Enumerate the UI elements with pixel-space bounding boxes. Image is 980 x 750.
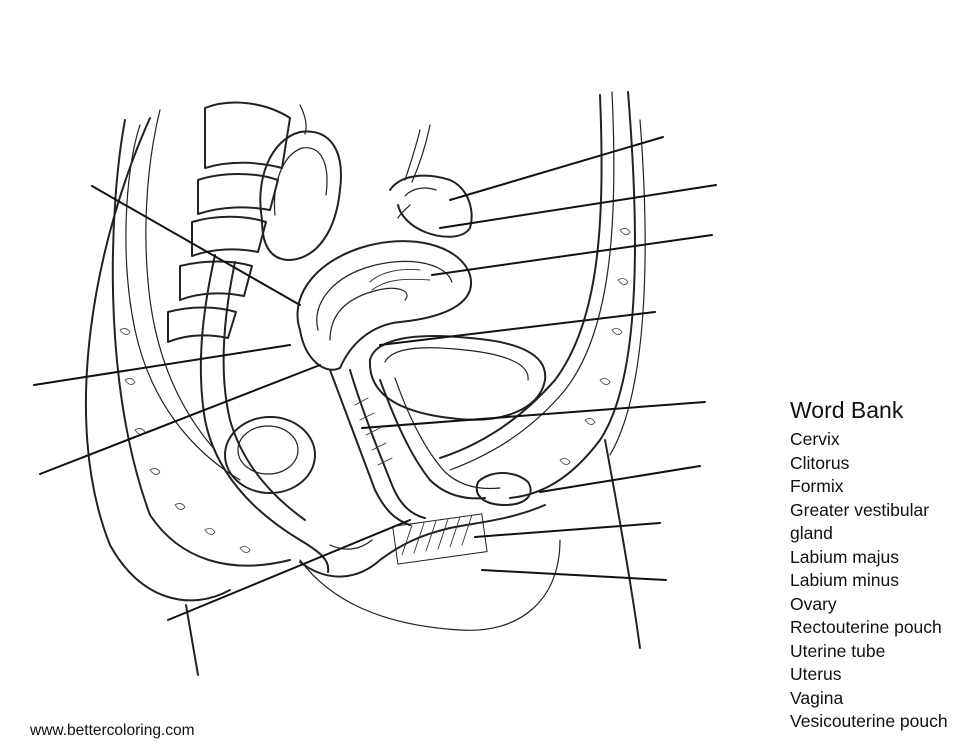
leader-line-9: [361, 401, 706, 429]
leader-line-3: [39, 364, 321, 475]
leg-line-back: [185, 604, 199, 676]
leader-line-6: [439, 184, 717, 229]
external-genitalia: [299, 504, 546, 578]
body-outline-back: [84, 117, 231, 602]
thigh-curve: [299, 539, 561, 631]
tissue-texture: [119, 228, 631, 553]
leader-line-12: [481, 569, 667, 581]
intestine: [259, 130, 342, 261]
word-bank-term: Vagina: [790, 687, 844, 708]
abdominal-wall-outer: [509, 91, 636, 499]
leg-line-front: [604, 439, 641, 649]
word-bank-term: Formix: [790, 476, 844, 496]
vagina: [329, 369, 411, 526]
word-bank-title: Word Bank: [790, 397, 904, 423]
body-outline-back-inner: [111, 119, 291, 567]
leader-line-7: [431, 234, 713, 276]
word-bank-term: Ovary: [790, 593, 837, 614]
word-bank: Word Bank Cervix Clitorus Formix Greater…: [790, 396, 975, 734]
bowel-loop: [224, 416, 316, 494]
leader-line-11: [474, 522, 661, 538]
word-bank-term: Labium majus: [790, 546, 899, 567]
leader-line-8: [379, 311, 656, 346]
uterus: [296, 240, 473, 371]
pubic-bone: [475, 472, 532, 506]
word-bank-term: Rectouterine pouch: [790, 617, 942, 637]
leader-line-1: [91, 185, 301, 306]
word-bank-term: Greater vestibular: [790, 499, 930, 520]
word-bank-term: gland: [790, 523, 833, 543]
vagina-hatching: [354, 397, 393, 466]
word-bank-term: Labium minus: [790, 570, 899, 590]
labium-hatching: [401, 514, 473, 556]
leader-line-2: [33, 344, 291, 386]
bladder: [368, 335, 547, 421]
word-bank-term: Uterine tube: [790, 640, 886, 661]
leader-line-10: [539, 465, 701, 493]
uterine-tube: [389, 174, 473, 238]
abdominal-wall-front: [439, 94, 603, 459]
leader-lines: [33, 136, 717, 621]
clitoris-hatch-region: [392, 513, 488, 565]
bowel-loop-inner: [237, 425, 299, 475]
word-bank-term: Cervix: [790, 429, 840, 449]
rectum: [199, 254, 330, 573]
word-bank-term: Clitorus: [790, 452, 850, 473]
leader-line-5: [449, 136, 664, 201]
urethra: [379, 379, 486, 500]
word-bank-term: Uterus: [790, 664, 842, 684]
word-bank-term: Vesicouterine pouch: [790, 711, 948, 731]
watermark-text: www.bettercoloring.com: [30, 722, 195, 739]
word-bank-list: Cervix Clitorus Formix Greater vestibula…: [790, 428, 975, 734]
vertebrae: [125, 101, 291, 481]
leader-line-4: [167, 519, 411, 621]
